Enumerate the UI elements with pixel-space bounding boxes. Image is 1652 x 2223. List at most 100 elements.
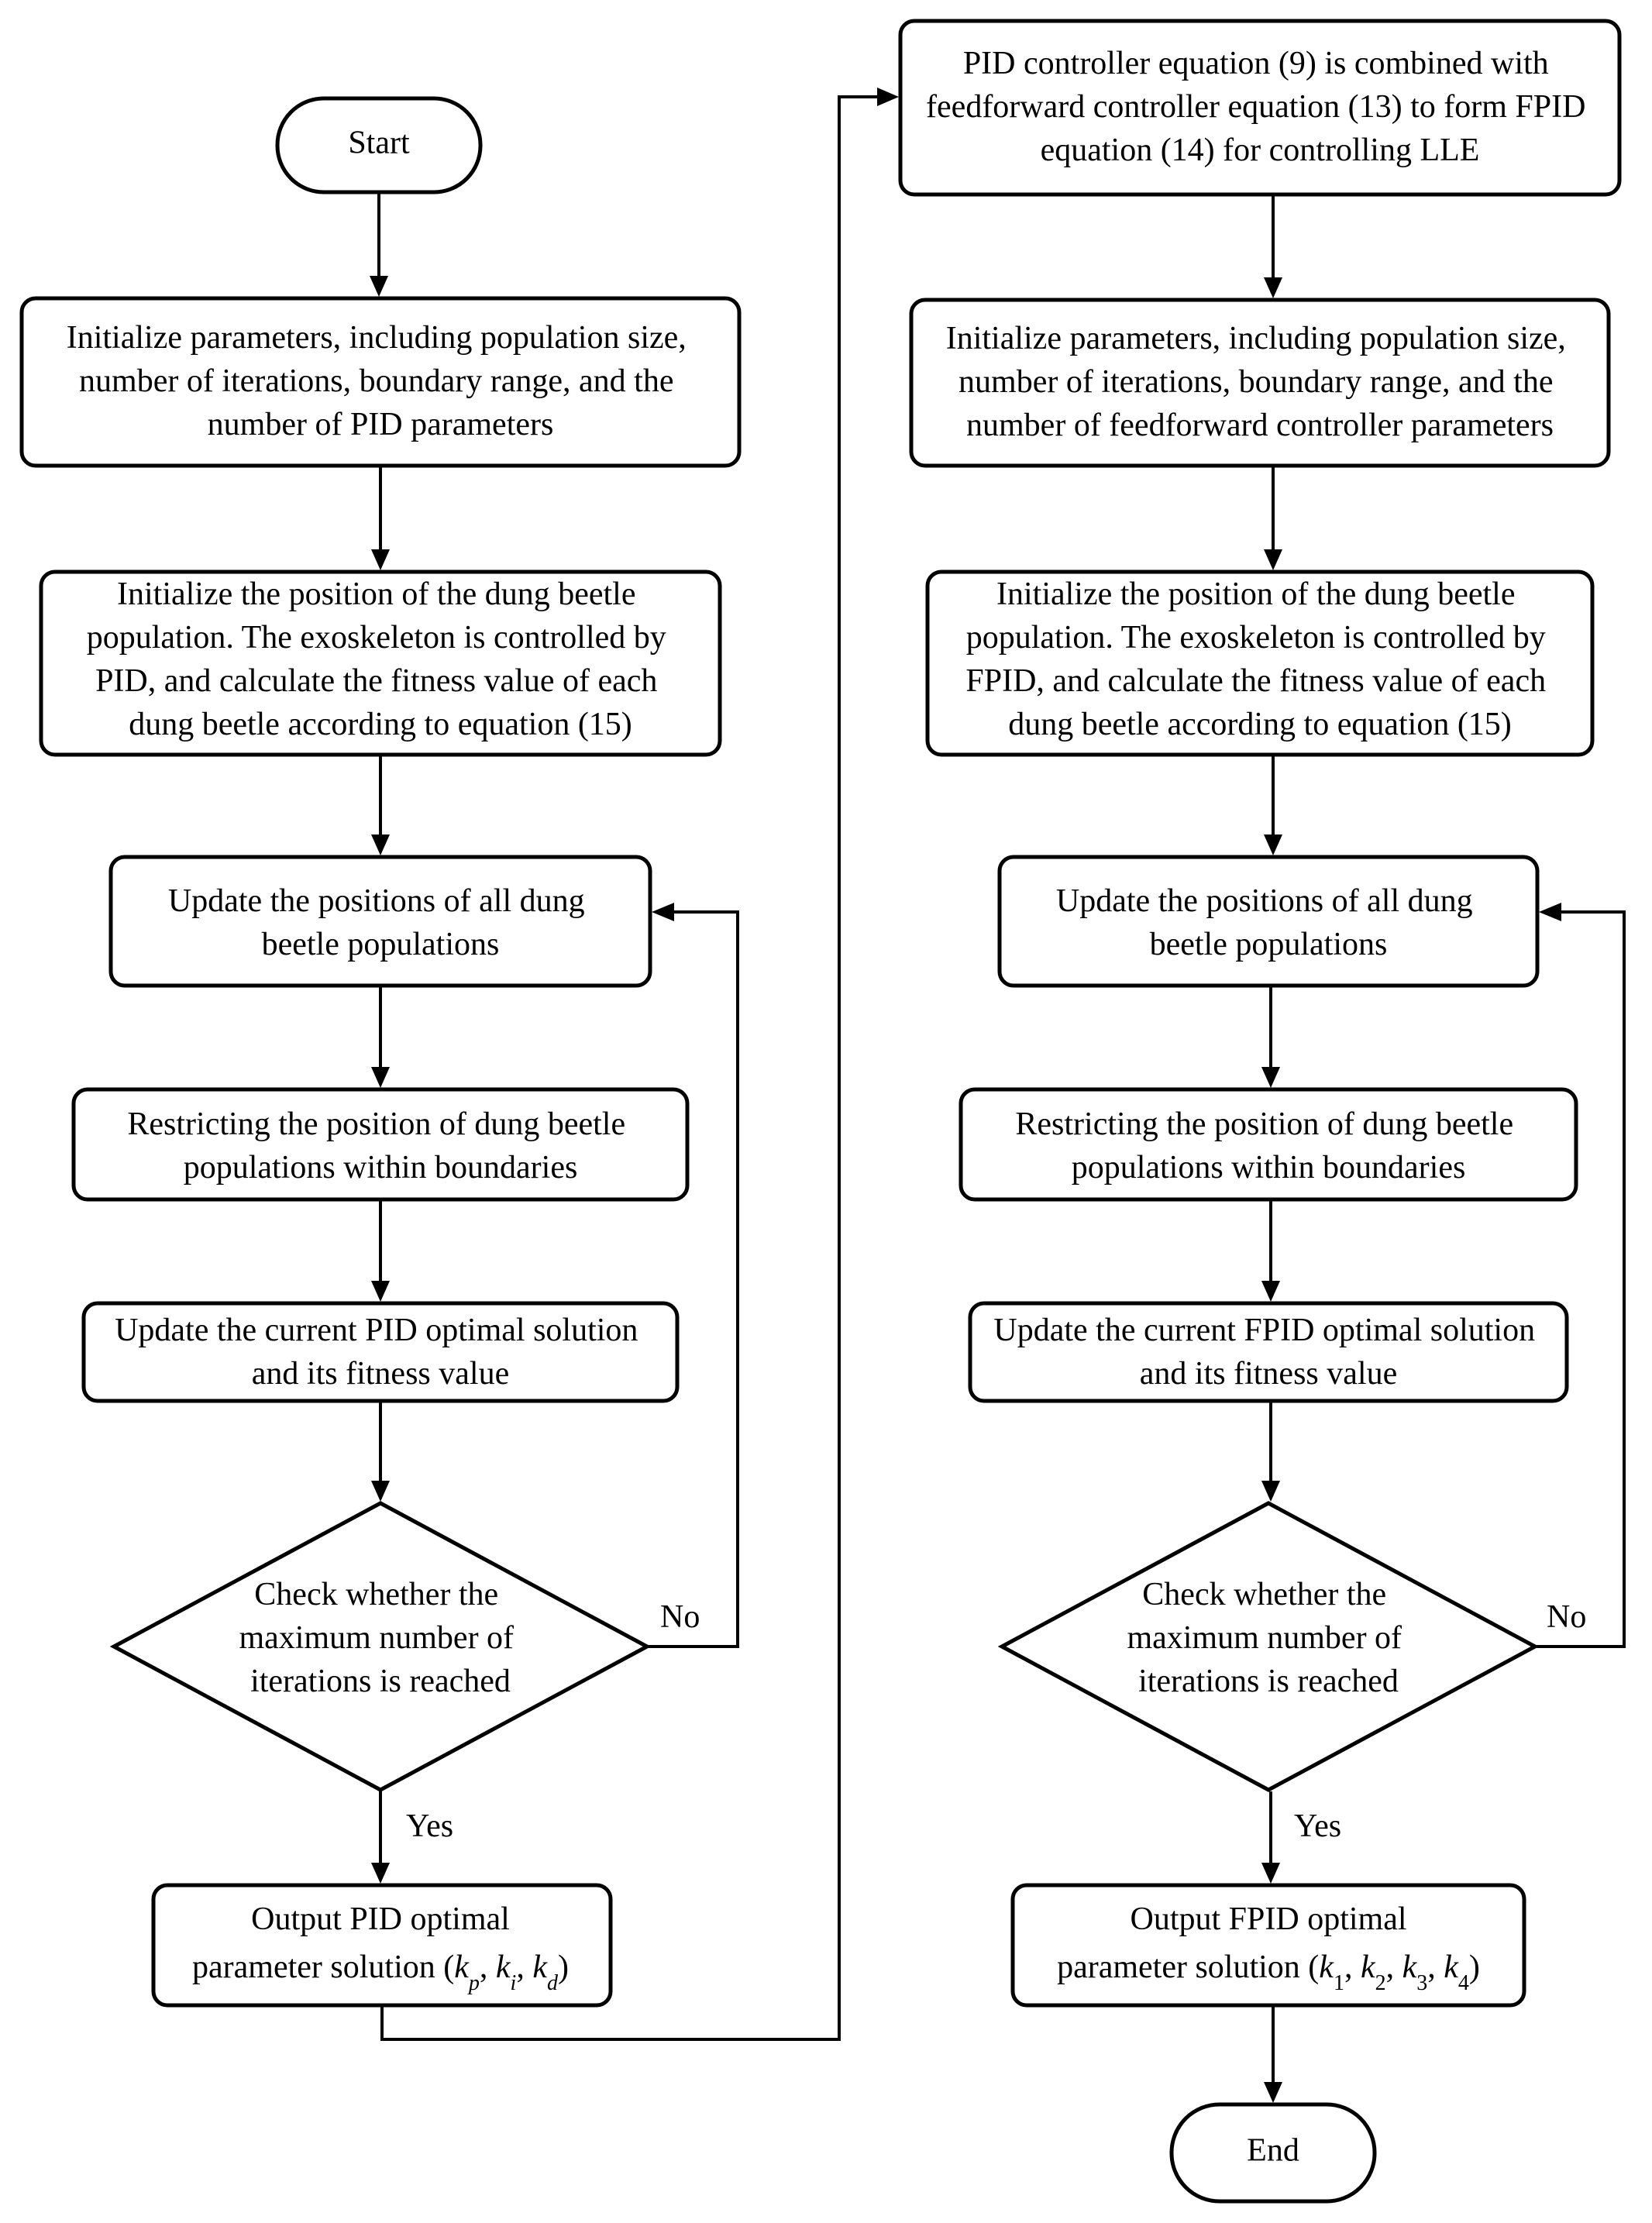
left-init-position-box: Initialize the position of the dung beet… [39, 570, 722, 757]
connector-left-output-to-combine [380, 95, 880, 2041]
left-init-parameters-line: number of PID parameters [208, 407, 554, 442]
arrowhead [371, 834, 390, 855]
arrowhead [371, 549, 390, 570]
right-init-position-line: dung beetle according to equation (15) [1008, 707, 1512, 742]
left-update-positions-line: beetle populations [262, 927, 500, 962]
left-connectors [370, 88, 899, 2041]
left-check-decision: Check whether the maximum number of iter… [109, 1501, 652, 1792]
right-update-positions-text: Update the positions of all dung beetle … [1056, 883, 1481, 962]
left-param-k-p: k [454, 1949, 470, 1985]
right-init-parameters-line: number of feedforward controller paramet… [966, 408, 1554, 443]
right-init-position-text: Initialize the position of the dung beet… [965, 576, 1554, 742]
right-combine-text: PID controller equation (9) is combined … [926, 46, 1594, 168]
right-update-optimal-line: and its fitness value [1140, 1356, 1397, 1392]
right-init-parameters-box: Initialize parameters, including populat… [909, 298, 1611, 468]
right-connectors [1261, 196, 1626, 2103]
left-output-text: Output PID optimal [251, 1901, 510, 1937]
right-restrict-text: Restricting the position of dung beetle … [1015, 1106, 1521, 1185]
left-param-k-p-sub: p [467, 1971, 480, 1995]
left-update-positions-text: Update the positions of all dung beetle … [168, 883, 593, 962]
arrowhead [1264, 277, 1282, 298]
right-check-line: Check whether the [1142, 1577, 1386, 1612]
left-init-parameters-line: Initialize parameters, including populat… [67, 320, 687, 356]
left-init-position-line: Initialize the position of the dung beet… [117, 576, 635, 612]
right-combine-box: PID controller equation (9) is combined … [898, 19, 1622, 197]
left-init-position-line: PID, and calculate the fitness value of … [95, 663, 657, 699]
left-check-text: Check whether the maximum number of iter… [239, 1577, 521, 1699]
right-check-text: Check whether the maximum number of iter… [1127, 1577, 1409, 1699]
right-param-k-1: k [1319, 1949, 1334, 1985]
left-update-optimal-box: Update the current PID optimal solution … [81, 1301, 680, 1403]
right-init-position-line: FPID, and calculate the fitness value of… [965, 663, 1546, 699]
right-init-parameters-line: number of iterations, boundary range, an… [959, 364, 1553, 400]
left-update-optimal-line: Update the current PID optimal solution [115, 1313, 638, 1348]
right-init-parameters-line: Initialize parameters, including populat… [946, 321, 1566, 356]
left-init-parameters-text: Initialize parameters, including populat… [67, 320, 695, 442]
left-init-position-line: population. The exoskeleton is controlle… [87, 620, 666, 656]
left-restrict-box: Restricting the position of dung beetle … [71, 1087, 690, 1202]
right-output-suffix: ) [1469, 1949, 1480, 1985]
left-output-line: Output PID optimal [251, 1901, 510, 1937]
start-node: Start [275, 96, 483, 194]
arrowhead [1264, 834, 1282, 855]
right-output-box: Output FPID optimal parameter solution (… [1010, 1883, 1526, 2008]
right-restrict-line: Restricting the position of dung beetle [1015, 1106, 1513, 1142]
left-output-params: parameter solution (kp, ki, kd) [192, 1949, 569, 1995]
left-update-positions-line: Update the positions of all dung [168, 883, 585, 919]
right-update-optimal-text: Update the current FPID optimal solution… [993, 1313, 1543, 1392]
right-combine-line: PID controller equation (9) is combined … [963, 46, 1549, 81]
arrowhead [652, 903, 674, 921]
connector-no-loop-left [647, 910, 739, 1648]
left-output-prefix: parameter solution ( [192, 1949, 454, 1985]
right-check-line: iterations is reached [1138, 1664, 1399, 1699]
right-param-k-3-sub: 3 [1416, 1971, 1427, 1995]
right-output-params: parameter solution (k1, k2, k3, k4) [1057, 1949, 1480, 1995]
left-restrict-line: populations within boundaries [184, 1150, 578, 1185]
left-output-box: Output PID optimal parameter solution (k… [151, 1883, 613, 2008]
arrowhead [1261, 1481, 1280, 1502]
right-init-position-box: Initialize the position of the dung beet… [925, 570, 1595, 757]
left-no-label: No [660, 1599, 700, 1635]
right-update-optimal-box: Update the current FPID optimal solution… [968, 1301, 1569, 1403]
arrowhead [371, 1481, 390, 1502]
arrowhead [1261, 1863, 1280, 1884]
left-param-k-d: k [532, 1949, 548, 1985]
right-output-text: Output FPID optimal [1130, 1901, 1406, 1937]
right-check-line: maximum number of [1127, 1620, 1402, 1656]
arrowhead [371, 1067, 390, 1088]
arrowhead [1264, 2082, 1282, 2103]
left-update-optimal-line: and its fitness value [252, 1356, 509, 1392]
right-param-k-4-sub: 4 [1458, 1971, 1469, 1995]
arrowhead [371, 1863, 390, 1884]
right-init-position-line: population. The exoskeleton is controlle… [966, 620, 1546, 656]
connector-no-loop-right [1535, 910, 1626, 1648]
left-check-line: maximum number of [239, 1620, 514, 1656]
start-label: Start [348, 126, 410, 161]
right-update-positions-line: beetle populations [1150, 927, 1388, 962]
right-update-positions-line: Update the positions of all dung [1056, 883, 1473, 919]
arrowhead [1539, 903, 1561, 921]
right-check-decision: Check whether the maximum number of iter… [997, 1501, 1540, 1792]
right-param-k-4: k [1444, 1949, 1459, 1985]
right-combine-line: equation (14) for controlling LLE [1041, 132, 1480, 168]
right-param-k-1-sub: 1 [1334, 1971, 1344, 1995]
left-output-suffix: ) [558, 1949, 569, 1985]
left-check-line: iterations is reached [250, 1664, 511, 1699]
right-param-k-2: k [1361, 1949, 1376, 1985]
arrowhead [1264, 549, 1282, 570]
right-param-k-3: k [1402, 1949, 1418, 1985]
arrowhead [1261, 1281, 1280, 1302]
right-init-position-line: Initialize the position of the dung beet… [996, 576, 1515, 612]
left-check-line: Check whether the [254, 1577, 498, 1612]
left-init-parameters-box: Initialize parameters, including populat… [19, 296, 742, 468]
left-restrict-line: Restricting the position of dung beetle [127, 1106, 625, 1142]
right-output-prefix: parameter solution ( [1057, 1949, 1319, 1985]
left-update-positions-box: Update the positions of all dung beetle … [108, 855, 652, 988]
right-no-label: No [1547, 1599, 1586, 1635]
right-param-k-2-sub: 2 [1375, 1971, 1386, 1995]
left-init-parameters-line: number of iterations, boundary range, an… [79, 363, 673, 399]
left-update-optimal-text: Update the current PID optimal solution … [115, 1313, 646, 1392]
right-yes-label: Yes [1294, 1808, 1341, 1844]
right-update-positions-box: Update the positions of all dung beetle … [997, 855, 1540, 988]
